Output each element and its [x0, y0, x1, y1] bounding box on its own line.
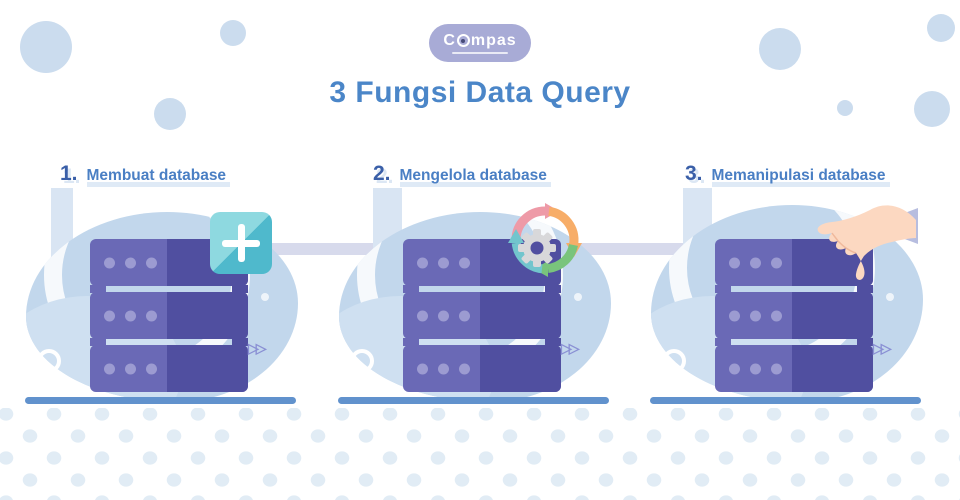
server-unit-shade	[480, 345, 561, 392]
server-connector	[545, 285, 561, 293]
server-unit-shade	[480, 292, 561, 339]
server-leds	[104, 257, 157, 268]
server-unit	[90, 345, 248, 392]
base-line	[650, 397, 921, 404]
polka-dot-pattern	[0, 408, 960, 500]
server-connector	[857, 285, 873, 293]
server-unit-shade	[167, 292, 248, 339]
decor-circle	[927, 14, 955, 42]
section-number: 1.	[60, 162, 78, 185]
page-title: 3 Fungsi Data Query	[329, 76, 631, 109]
logo-text-prefix: C	[443, 31, 456, 49]
server-unit-shade	[167, 345, 248, 392]
server-leds	[417, 257, 470, 268]
mini-dot	[886, 293, 894, 301]
section-number: 3.	[685, 162, 703, 185]
section-heading: 3. Memanipulasi database	[685, 162, 890, 187]
logo-text-suffix: mpas	[470, 31, 517, 49]
section-label: Mengelola database	[399, 167, 551, 187]
section-label: Membuat database	[86, 167, 231, 187]
server-connector	[232, 285, 248, 293]
plus-icon	[210, 212, 272, 274]
decor-circle	[154, 98, 186, 130]
server-connector	[715, 338, 731, 346]
hand-icon	[817, 205, 918, 280]
server-connector	[403, 285, 419, 293]
server-unit	[715, 292, 873, 339]
server-connector	[90, 338, 106, 346]
ring-circle	[662, 349, 686, 373]
base-line	[338, 397, 609, 404]
panel-memanipulasi-database: 3. Memanipulasi database ▷▷	[645, 150, 945, 420]
ring-circle	[350, 349, 374, 373]
decor-circle	[20, 21, 72, 73]
server-connector	[232, 338, 248, 346]
decor-circle	[914, 91, 950, 127]
server-leds	[729, 363, 782, 374]
decor-circle	[837, 100, 853, 116]
decor-circle	[759, 28, 801, 70]
server-connector	[857, 338, 873, 346]
server-unit-shade	[792, 292, 873, 339]
server-connector	[403, 338, 419, 346]
fast-forward-icon: ▷▷	[873, 340, 891, 356]
server-unit	[90, 292, 248, 339]
server-unit-shade	[792, 345, 873, 392]
section-heading: 2. Mengelola database	[373, 162, 551, 187]
server-leds	[729, 257, 782, 268]
mini-dot	[574, 293, 582, 301]
section-label: Memanipulasi database	[711, 167, 890, 187]
fast-forward-icon: ▷▷	[561, 340, 579, 356]
server-connector	[715, 285, 731, 293]
server-unit	[403, 292, 561, 339]
server-leds	[417, 363, 470, 374]
logo-text: C mpas	[443, 31, 517, 49]
panel-membuat-database: 1. Membuat database ▷▷	[20, 150, 320, 420]
server-connector	[90, 285, 106, 293]
logo-tagline	[452, 51, 508, 54]
panel-mengelola-database: 2. Mengelola database ▷▷	[333, 150, 633, 420]
gear-o-icon	[456, 34, 470, 47]
server-leds	[417, 310, 470, 321]
server-connector	[545, 338, 561, 346]
server-leds	[104, 363, 157, 374]
server-leds	[104, 310, 157, 321]
compas-logo: C mpas	[429, 24, 531, 62]
section-heading: 1. Membuat database	[60, 162, 231, 187]
cycle-gear-icon	[508, 203, 582, 277]
fast-forward-icon: ▷▷	[248, 340, 266, 356]
server-leds	[729, 310, 782, 321]
mini-dot	[261, 293, 269, 301]
server-unit	[715, 345, 873, 392]
decor-circle	[220, 20, 246, 46]
section-number: 2.	[373, 162, 391, 185]
ring-circle	[37, 349, 61, 373]
base-line	[25, 397, 296, 404]
server-unit	[403, 345, 561, 392]
